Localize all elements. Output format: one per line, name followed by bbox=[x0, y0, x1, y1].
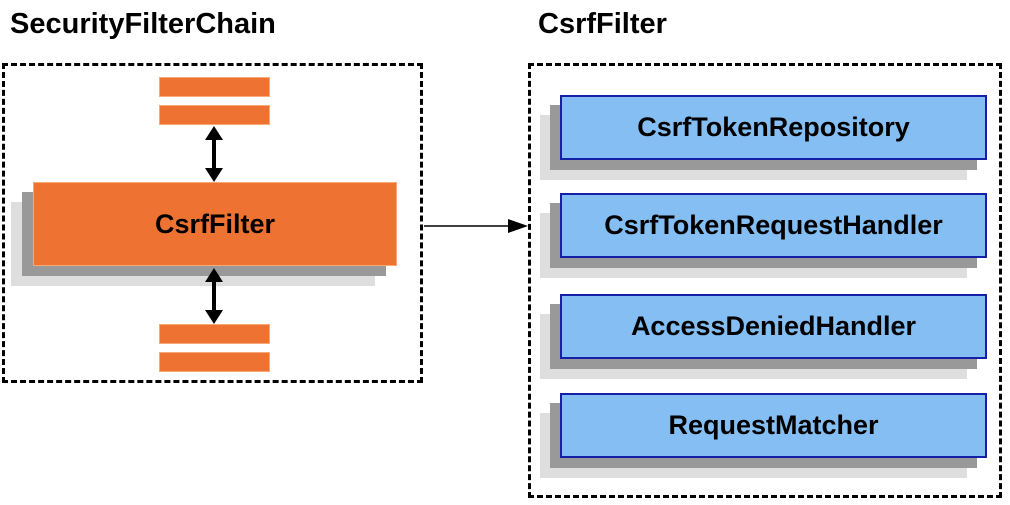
component-box: AccessDeniedHandler bbox=[560, 294, 987, 359]
csrf-filter-box-label: CsrfFilter bbox=[154, 208, 276, 239]
component-box: CsrfTokenRepository bbox=[560, 95, 987, 160]
csrf-filter-container bbox=[528, 63, 1002, 498]
component-access-denied-handler: AccessDeniedHandler bbox=[540, 294, 987, 379]
left-panel-title: SecurityFilterChain bbox=[10, 8, 276, 40]
filter-placeholder-bar bbox=[159, 352, 270, 372]
csrf-filter-box: CsrfFilter bbox=[33, 182, 397, 266]
component-label: AccessDeniedHandler bbox=[630, 311, 917, 341]
right-panel-title: CsrfFilter bbox=[538, 8, 667, 40]
filter-placeholder-bar bbox=[159, 105, 270, 125]
component-label: CsrfTokenRequestHandler bbox=[604, 210, 943, 240]
component-request-matcher: RequestMatcher bbox=[540, 393, 987, 478]
component-box: CsrfTokenRequestHandler bbox=[560, 193, 987, 258]
component-csrf-token-repository: CsrfTokenRepository bbox=[540, 95, 987, 180]
component-label: RequestMatcher bbox=[668, 410, 879, 440]
connector-arrow-right-icon bbox=[424, 219, 528, 233]
bidirectional-arrow-icon bbox=[205, 126, 223, 182]
filter-placeholder-bar bbox=[159, 77, 270, 97]
filter-placeholder-bar bbox=[159, 324, 270, 344]
security-filter-chain-container bbox=[2, 63, 423, 383]
component-label: CsrfTokenRepository bbox=[637, 112, 910, 142]
component-csrf-token-request-handler: CsrfTokenRequestHandler bbox=[540, 193, 987, 278]
bidirectional-arrow-icon bbox=[205, 268, 223, 324]
csrf-filter-node: CsrfFilter bbox=[11, 182, 398, 287]
component-box: RequestMatcher bbox=[560, 393, 987, 458]
